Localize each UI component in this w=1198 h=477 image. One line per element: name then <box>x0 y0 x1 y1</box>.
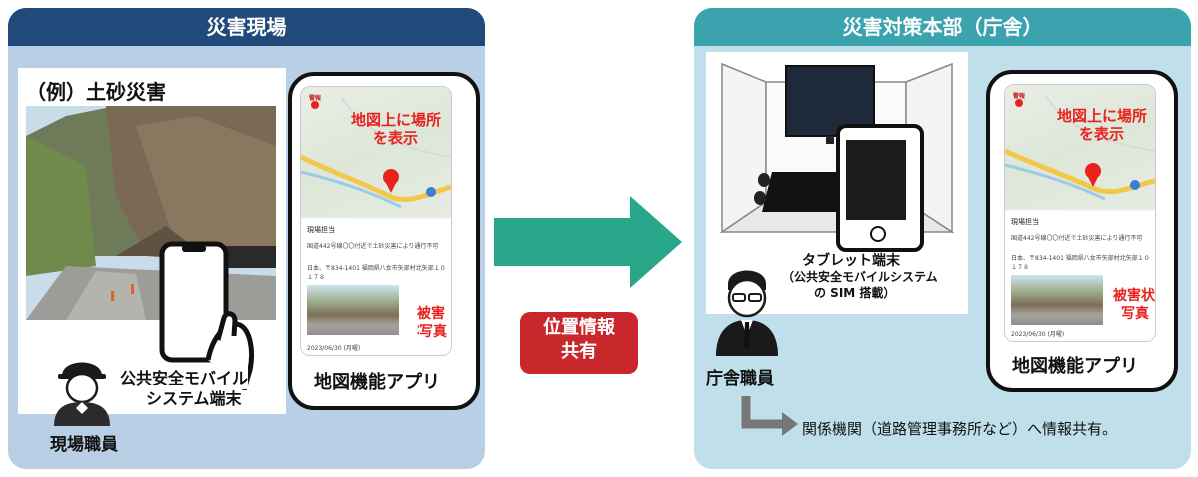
right-location-annotation-line2: を表示 <box>1079 125 1125 143</box>
tablet-icon <box>836 124 924 252</box>
flow-arrow-shape <box>494 196 682 288</box>
right-card-title: 現場担当 <box>1011 218 1039 226</box>
right-map-app-bubble: 警報 地図上に場所 を表示 現場担当 国道442号線〇〇付近で土砂災害により通行… <box>986 70 1178 392</box>
left-location-annotation-line1: 地図上に場所 <box>351 111 442 129</box>
right-card-text2: 日本、〒834-1401 福岡県八女市矢部村北矢部１０１７８ <box>1011 255 1150 271</box>
terminal-label-line2: システム端末 <box>146 385 242 409</box>
right-card-date: 2023/06/30 (月曜) <box>1011 331 1065 338</box>
share-arrow-icon <box>740 396 800 436</box>
tablet-label-line1: タブレット端末 <box>802 253 900 269</box>
left-alert-label: 警報 <box>309 95 322 102</box>
left-map-app-bubble: 警報 地図上に場所 を表示 現場担当 国道442号線〇〇付近で土砂災害により通行… <box>288 72 480 410</box>
left-card-title: 現場担当 <box>307 226 335 234</box>
right-damage-thumbnail <box>1011 275 1103 325</box>
tablet-label-line2: （公共安全モバイルシステム <box>782 270 938 284</box>
hq-room-card: タブレット端末 （公共安全モバイルシステム の SIM 搭載） <box>706 52 968 314</box>
left-card-text2: 日本、〒834-1401 福岡県八女市矢部村北矢部１０１７８ <box>307 265 446 281</box>
right-map-view <box>1005 85 1155 209</box>
left-map-drawing <box>301 96 451 209</box>
right-app-label: 地図機能アプリ <box>1012 356 1138 377</box>
left-app-label: 地図機能アプリ <box>314 372 440 393</box>
right-card-text1: 国道442号線〇〇付近で土砂災害により通行不可 <box>1011 235 1143 242</box>
right-panel-title: 災害対策本部（庁舎） <box>694 8 1191 46</box>
left-map-view <box>301 87 451 217</box>
right-alert-label: 警報 <box>1013 93 1026 100</box>
mobile-phone-icon <box>158 240 255 391</box>
location-share-badge: 位置情報 共有 <box>520 312 638 374</box>
flow-arrow <box>494 196 684 288</box>
tablet-screen <box>846 140 906 220</box>
hq-worker-drawing <box>716 270 778 356</box>
site-worker-icon <box>52 350 112 426</box>
left-card-text1: 国道442号線〇〇付近で土砂災害により通行不可 <box>307 243 439 250</box>
right-panel-disaster-hq: 災害対策本部（庁舎） タブレット端末 （公共安全モバイルシステム の SIM 搭… <box>694 8 1191 469</box>
share-note: 関係機関（道路管理事務所など）へ情報共有。 <box>802 420 1118 438</box>
right-map-drawing <box>1005 94 1155 201</box>
left-panel-title: 災害現場 <box>8 8 485 46</box>
tablet-home-button <box>870 226 886 242</box>
hq-worker-label: 庁舎職員 <box>706 369 774 389</box>
share-badge-line2: 共有 <box>561 341 597 362</box>
left-damage-thumbnail <box>307 285 399 335</box>
helmet-worker-drawing <box>54 362 110 426</box>
tablet-label-line3: の SIM 搭載） <box>814 286 896 300</box>
site-photo-card: （例）土砂災害 <box>18 68 286 414</box>
right-location-annotation-line1: 地図上に場所 <box>1057 107 1148 125</box>
hq-worker-icon <box>714 262 780 356</box>
left-location-annotation-line2: を表示 <box>373 129 419 147</box>
site-worker-label: 現場職員 <box>50 435 118 455</box>
right-map-app-screen: 警報 地図上に場所 を表示 現場担当 国道442号線〇〇付近で土砂災害により通行… <box>1004 84 1156 342</box>
left-panel-disaster-site: 災害現場 （例）土砂災害 <box>8 8 485 469</box>
example-label: （例）土砂災害 <box>26 80 166 104</box>
left-card-date: 2023/06/30 (月曜) <box>307 345 361 352</box>
left-damage-annotation-line2: 写真 <box>419 323 447 341</box>
left-map-app-screen: 警報 地図上に場所 を表示 現場担当 国道442号線〇〇付近で土砂災害により通行… <box>300 86 452 356</box>
share-arrow-shape <box>741 396 798 436</box>
share-badge-line1: 位置情報 <box>543 317 615 338</box>
right-damage-annotation-line2: 写真 <box>1121 305 1149 323</box>
